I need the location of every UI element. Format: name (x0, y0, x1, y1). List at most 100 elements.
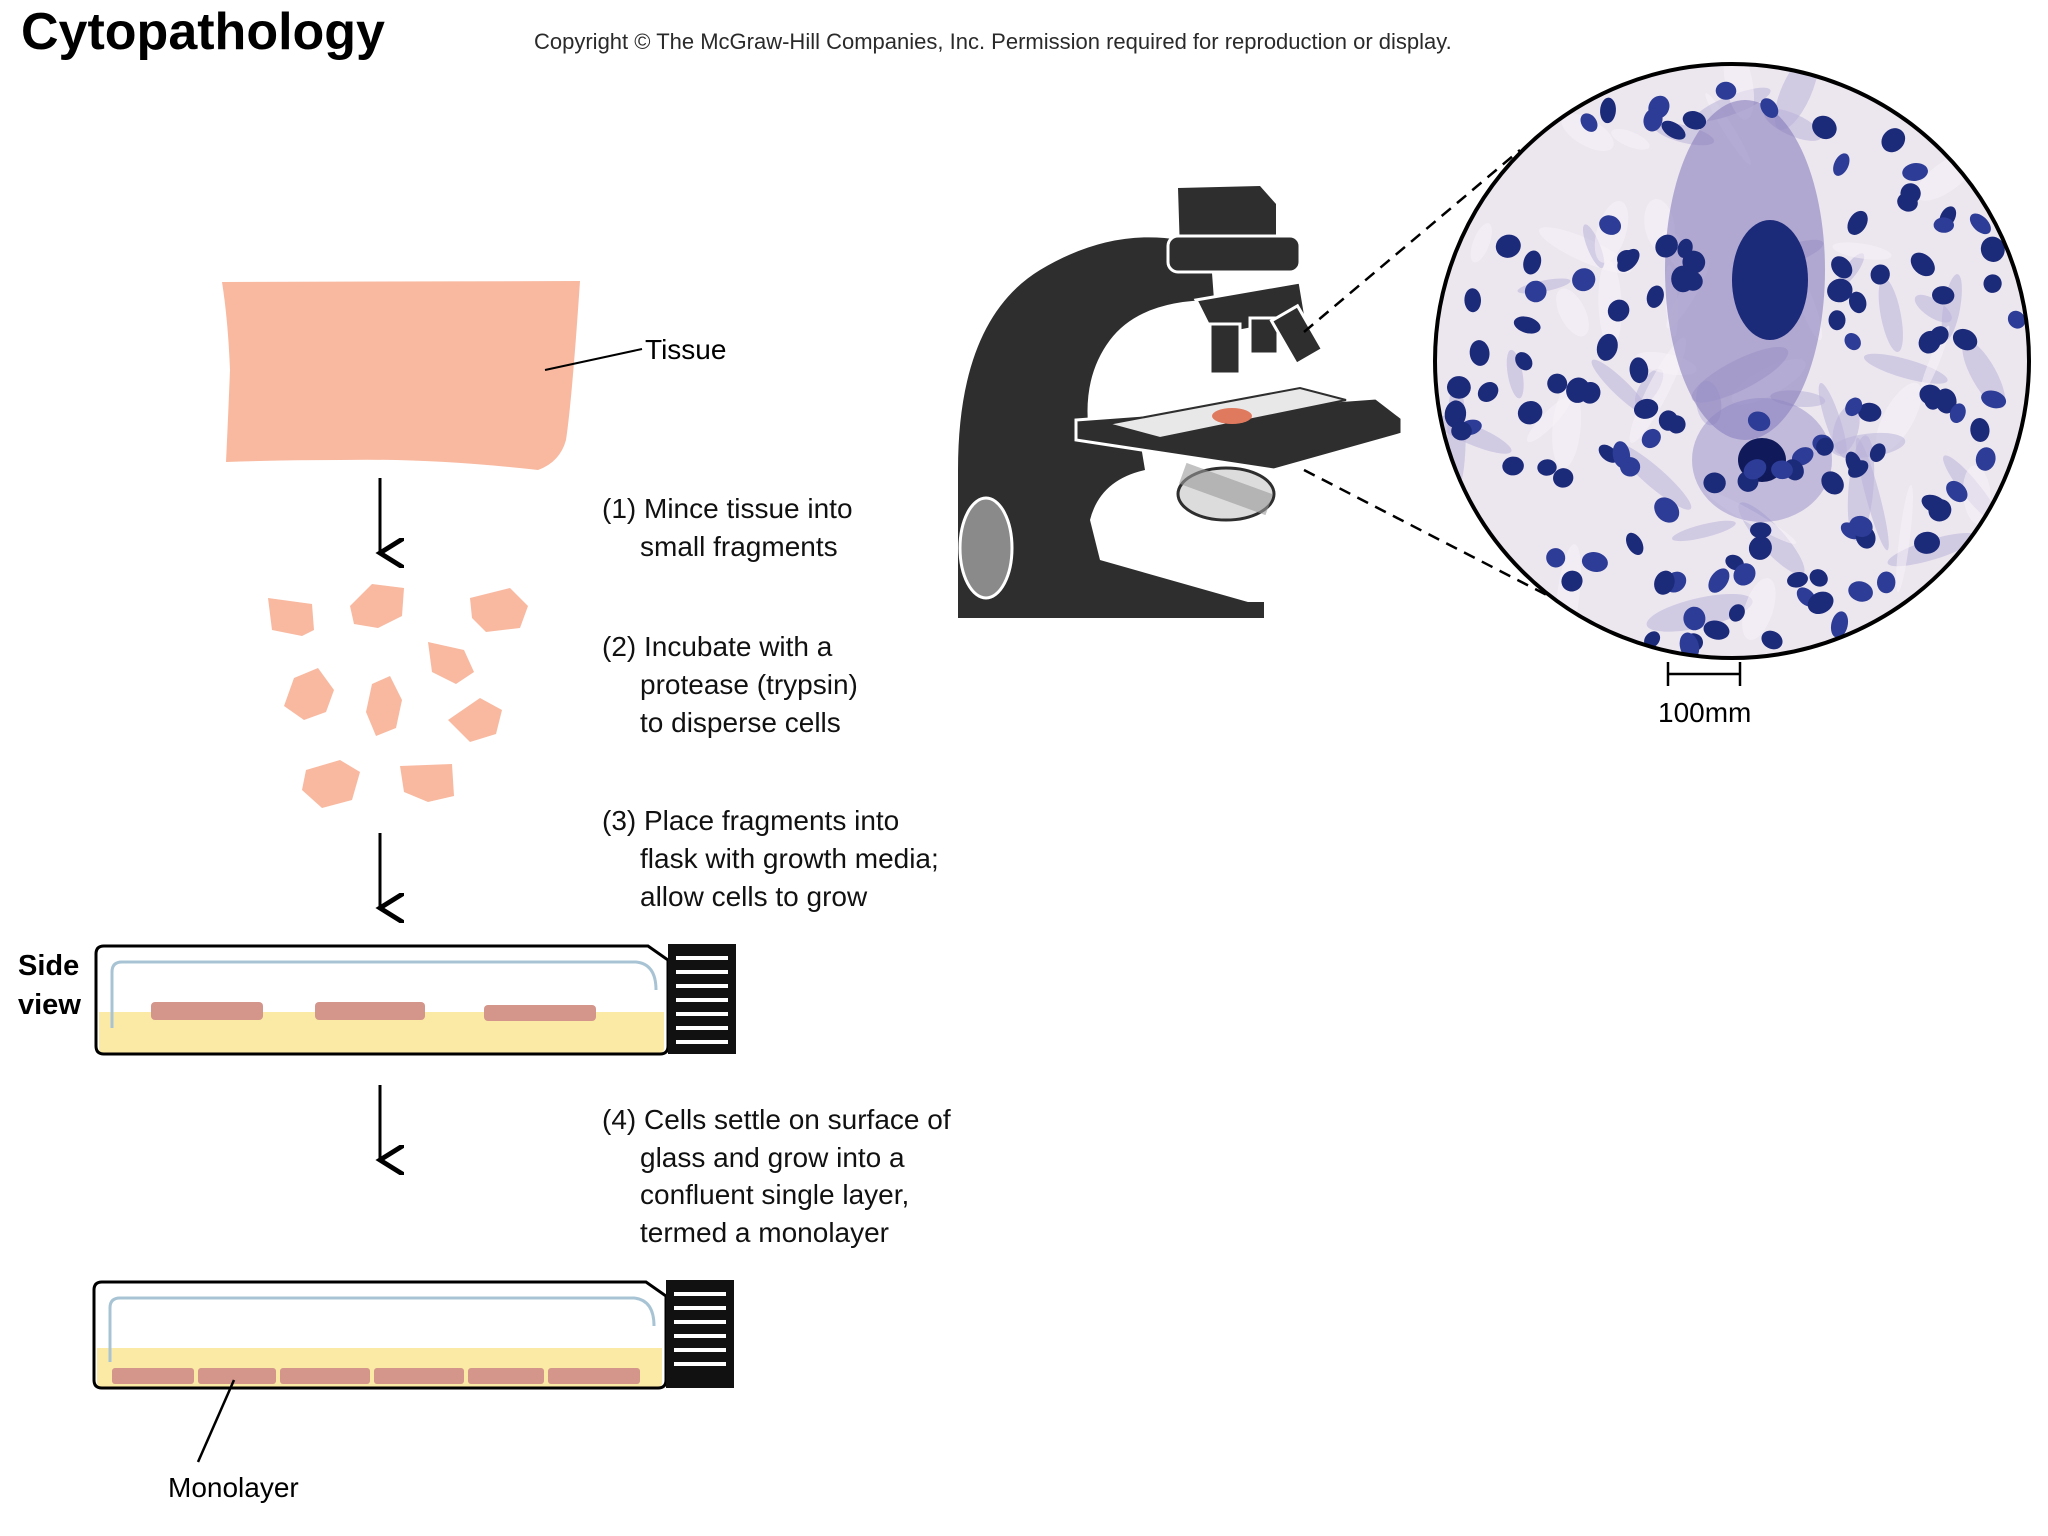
step-2-line-3: to disperse cells (640, 707, 841, 738)
step-2-line-1: (2) Incubate with a (602, 631, 833, 662)
stained-nucleus (1787, 572, 1808, 588)
flask-body (92, 1280, 668, 1390)
side-view-label-line1: Side (18, 950, 79, 982)
stained-nucleus (1643, 108, 1663, 132)
stained-nucleus (1847, 210, 1868, 235)
stained-nucleus (1600, 97, 1616, 124)
culture-flask-monolayer (92, 1280, 734, 1390)
stained-nucleus (1914, 531, 1940, 554)
stained-nucleus (1502, 456, 1524, 476)
stained-nucleus (1515, 352, 1533, 371)
step-4-text: (4) Cells settle on surface of glass and… (602, 1104, 951, 1248)
stained-nucleus (1910, 252, 1935, 277)
cytoplasm-streak (1598, 260, 1622, 348)
step-2-text: (2) Incubate with a protease (trypsin) t… (602, 631, 858, 738)
scale-bar-label: 100mm (1658, 697, 1751, 728)
stained-nucleus (1617, 249, 1637, 269)
cytoplasm-streak (1611, 128, 1650, 150)
cytoplasm-streak (1561, 113, 1614, 151)
stained-nucleus (1580, 113, 1598, 132)
stained-nucleus (1831, 256, 1853, 279)
stained-nucleus (1743, 459, 1767, 480)
fragment (366, 676, 402, 736)
stained-nucleus (1900, 183, 1921, 204)
stained-nucleus (1607, 299, 1630, 322)
objective-lens (1208, 322, 1242, 376)
fragment (470, 588, 528, 632)
stained-nucleus (1870, 264, 1890, 285)
stained-nucleus (1703, 620, 1730, 640)
stained-nucleus (1634, 398, 1659, 419)
stained-nucleus (1821, 471, 1844, 495)
stained-nucleus (1983, 274, 2002, 293)
stained-nucleus (1546, 548, 1566, 568)
magnification-line-bottom (1303, 468, 1571, 609)
flask-glass-highlight (110, 960, 658, 1028)
fragment (268, 598, 314, 636)
stained-nucleus (1952, 328, 1978, 351)
cytoplasm-streak (1962, 465, 1991, 525)
stained-nucleus (1812, 115, 1837, 140)
flask-media (99, 1012, 664, 1054)
step-3-line-2: flask with growth media; (640, 843, 939, 874)
stained-nucleus (1599, 215, 1622, 235)
stained-nucleus (2007, 310, 2026, 329)
stained-nucleus (1933, 217, 1954, 233)
monolayer-leader-line (196, 1379, 236, 1463)
stained-nucleus (1572, 268, 1596, 292)
cell-fragment (484, 1005, 596, 1021)
stained-nucleus (1902, 163, 1928, 181)
stained-nucleus (1524, 280, 1547, 303)
stained-nucleus (1708, 568, 1730, 593)
tissue-leader-line (544, 348, 643, 371)
scale-bar (1666, 662, 1742, 686)
tissue-label: Tissue (645, 334, 726, 365)
flask-body (94, 944, 670, 1056)
stained-nucleus (1683, 606, 1706, 631)
microscope-head (1166, 234, 1302, 274)
cytoplasm-streak (1878, 278, 1903, 352)
stained-nucleus (1728, 604, 1745, 622)
monolayer-cells (112, 1368, 640, 1384)
step-3-line-1: (3) Place fragments into (602, 805, 899, 836)
cytoplasm-streak (1556, 288, 1589, 337)
step-2-line-2: protease (trypsin) (640, 669, 858, 700)
stained-nucleus (1771, 460, 1793, 480)
stained-nucleus (1523, 250, 1542, 275)
cytoplasm-streak (1832, 242, 1892, 260)
culture-flask-side-view (94, 944, 736, 1056)
stained-nucleus (1517, 401, 1543, 425)
stained-nucleus (1858, 402, 1882, 422)
light-source-rim (1179, 462, 1273, 516)
stained-nucleus (1581, 552, 1608, 572)
stained-nucleus (1464, 288, 1482, 313)
flask-cap-ridges (676, 956, 728, 1044)
step-1-line-1: (1) Mince tissue into (602, 493, 853, 524)
step-4-line-3: confluent single layer, (640, 1179, 909, 1210)
flask-cap-ridges (674, 1292, 726, 1366)
stained-nucleus (1495, 234, 1521, 258)
stained-nucleus (1946, 480, 1968, 503)
stained-nucleus (1975, 447, 1996, 471)
focus-knob (958, 496, 1014, 600)
stained-nucleus (1620, 457, 1641, 477)
stained-nucleus (1828, 310, 1846, 331)
stained-nucleus (1655, 234, 1678, 258)
stained-nucleus (1980, 236, 2005, 262)
stained-nucleus (1667, 415, 1686, 434)
stained-nucleus (1747, 411, 1771, 432)
stained-nucleus (1981, 390, 2007, 409)
micrograph-nuclei (1444, 81, 2026, 658)
cytoplasm-streak (1672, 520, 1736, 542)
large-cell-nucleus (1732, 220, 1808, 340)
cytoplasm-streak (1591, 359, 1650, 416)
side-view-label-line2: view (18, 989, 81, 1021)
tissue-fragments (268, 584, 528, 808)
step-4-line-2: glass and grow into a (640, 1142, 905, 1173)
cytoplasm-streak (1941, 274, 1962, 340)
fragment (350, 584, 404, 628)
microscope-arm (958, 237, 1262, 619)
stained-nucleus (1561, 570, 1583, 592)
page-title: Cytopathology (21, 3, 385, 61)
stained-nucleus (1644, 631, 1661, 648)
